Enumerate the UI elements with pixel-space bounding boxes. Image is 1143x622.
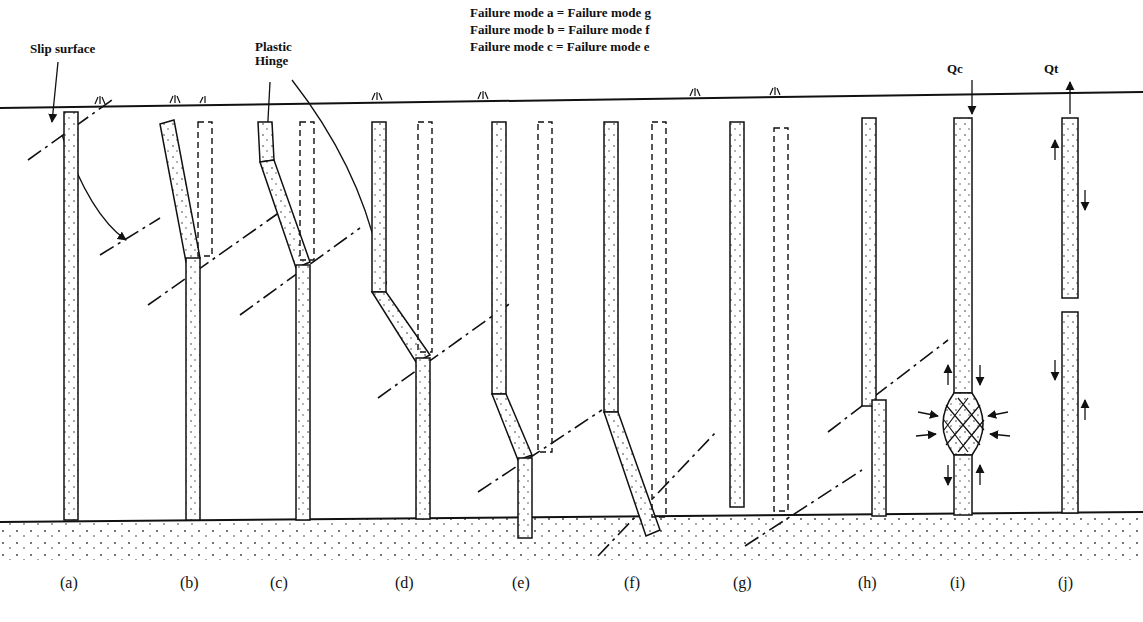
header-note: Failure mode c = Failure mode e (470, 40, 650, 54)
firm-stratum (0, 512, 1143, 560)
part-label: Plastic Hinge (255, 40, 315, 69)
leader-arrows (52, 62, 384, 290)
piles (64, 112, 1078, 538)
caption-letter: (h) (858, 574, 877, 592)
original-pile-outline (198, 122, 788, 517)
caption-letter: (i) (950, 574, 965, 592)
caption-letter: (g) (733, 574, 752, 592)
force-arrows (916, 80, 1085, 485)
caption-letter: (e) (512, 574, 530, 592)
crushing-zone (944, 398, 984, 452)
load-label: Qc (947, 62, 963, 76)
slip-surface-lines (28, 100, 948, 556)
caption-letter: (a) (60, 574, 78, 592)
caption-letter: (f) (624, 574, 640, 592)
caption-letter: (j) (1058, 574, 1073, 592)
caption-letter: (c) (270, 574, 288, 592)
part-label: Slip surface (30, 42, 95, 56)
caption-letter: (b) (180, 574, 199, 592)
header-note: Failure mode a = Failure mode g (470, 6, 651, 20)
caption-letter: (d) (395, 574, 414, 592)
header-note: Failure mode b = Failure mode f (470, 23, 650, 37)
grass-tufts (95, 87, 780, 104)
load-label: Qt (1044, 62, 1058, 76)
